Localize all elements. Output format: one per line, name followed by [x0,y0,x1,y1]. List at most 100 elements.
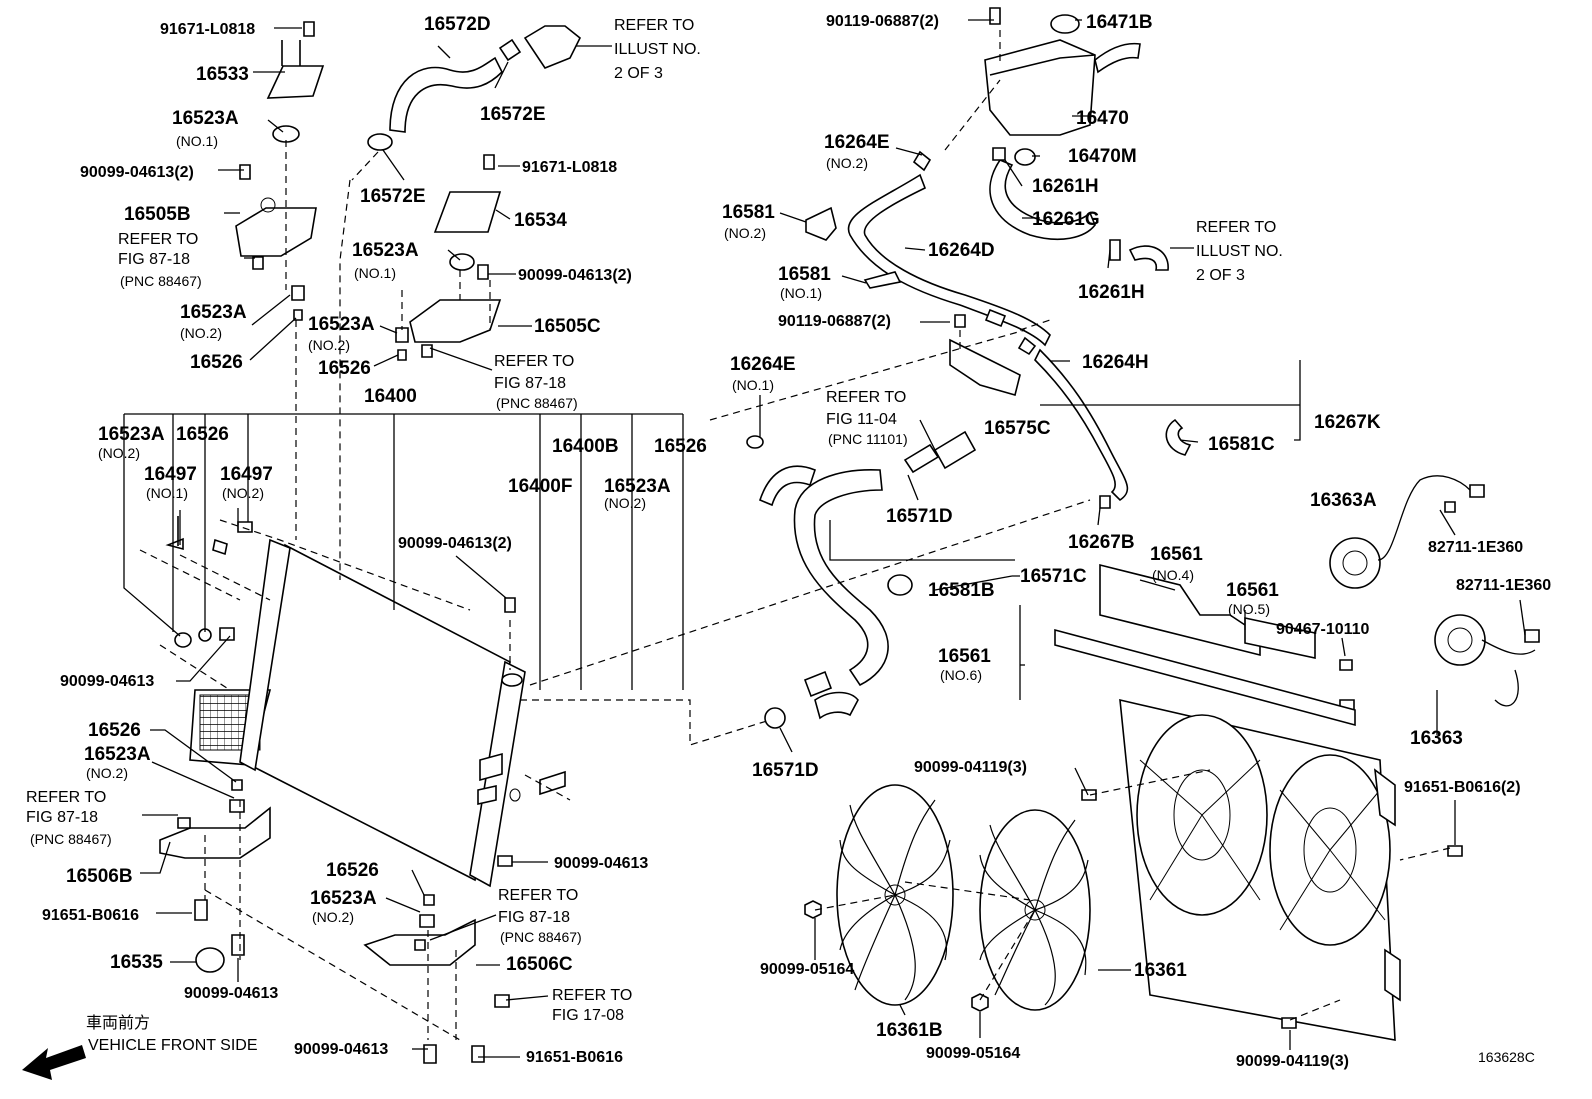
label-90099-04613: 90099-04613 [184,985,278,1002]
label-refer-to: REFER TO [826,389,906,406]
label-16400: 16400 [364,386,417,407]
label-16533: 16533 [196,64,249,85]
lower-bracket-16506B [159,779,271,973]
label-no2: (NO.2) [724,225,766,241]
fan-motor-16363 [1339,614,1540,713]
fan-blade-16361 [979,809,1091,1011]
label-no4: (NO.4) [1152,567,1194,583]
label-16571d: 16571D [752,760,819,781]
fan-blade-16361B [836,784,954,1006]
lower-hose-16571C [746,430,977,729]
label-refer-to: REFER TO [552,987,632,1004]
label-16523a: 16523A [172,108,239,129]
label-16523a: 16523A [310,888,377,909]
label-16506c: 16506C [506,954,573,975]
label-no1: (NO.1) [146,485,188,501]
label-fig-87-18: FIG 87-18 [498,909,570,926]
label-16264h: 16264H [1082,352,1149,373]
label-90099-04613-2: 90099-04613(2) [80,164,194,181]
label-16571c: 16571C [1020,566,1087,587]
label-16261h: 16261H [1078,282,1145,303]
label-90099-04613: 90099-04613 [554,855,648,872]
diagram-code: 163628C [1478,1049,1535,1065]
label-no2: (NO.2) [604,495,646,511]
label-16400f: 16400F [508,476,572,497]
label-16505b: 16505B [124,204,191,225]
label-82711-1e360: 82711-1E360 [1456,577,1551,594]
label-16506b: 16506B [66,866,133,887]
label-no2: (NO.2) [312,909,354,925]
label-pnc-88467: (PNC 88467) [500,929,582,945]
label-90099-04613-2: 90099-04613(2) [398,535,512,552]
label-refer-to: REFER TO [494,353,574,370]
label-16497: 16497 [144,464,197,485]
label-2-of-3: 2 OF 3 [1196,267,1245,284]
label-90099-05164: 90099-05164 [760,961,854,978]
label-16526: 16526 [88,720,141,741]
label-16264e: 16264E [730,354,796,375]
label-16363a: 16363A [1310,490,1377,511]
label-16572e: 16572E [480,104,546,125]
label-91651-b0616-2: 91651-B0616(2) [1404,779,1521,796]
label-16581: 16581 [722,202,775,223]
label-16571d: 16571D [886,506,953,527]
direction-label-jp: 車両前方 [86,1014,150,1032]
label-no2: (NO.2) [98,445,140,461]
label-91651-b0616: 91651-B0616 [42,907,139,924]
label-refer-to: REFER TO [1196,219,1276,236]
clamps-mid [805,206,1192,456]
label-16526: 16526 [326,860,379,881]
fasteners-left [165,21,516,867]
label-16264e: 16264E [824,132,890,153]
label-refer-to: REFER TO [614,17,694,34]
radiator [189,538,566,888]
leader-lines [123,19,1526,1058]
label-91671-l0818: 91671-L0818 [160,21,255,38]
label-90099-04119-3: 90099-04119(3) [1236,1053,1349,1070]
fan-motor-16363A [1329,475,1485,589]
label-no1: (NO.1) [176,133,218,149]
label-16581c: 16581C [1208,434,1275,455]
label-illust-no: ILLUST NO. [1196,243,1283,260]
label-16264d: 16264D [928,240,995,261]
label-16561: 16561 [1226,580,1279,601]
label-no2: (NO.2) [308,337,350,353]
label-refer-to: REFER TO [26,789,106,806]
label-16534: 16534 [514,210,567,231]
label-fig-87-18: FIG 87-18 [118,251,190,268]
label-no6: (NO.6) [940,667,982,683]
label-90099-04613: 90099-04613 [60,673,154,690]
label-16561: 16561 [1150,544,1203,565]
label-pnc-88467: (PNC 88467) [496,395,578,411]
label-90099-04613-2: 90099-04613(2) [518,267,632,284]
label-91671-l0818: 91671-L0818 [522,159,617,176]
label-90099-04613: 90099-04613 [294,1041,388,1058]
label-16581b: 16581B [928,580,995,601]
direction-label-en: VEHICLE FRONT SIDE [88,1037,258,1054]
label-fig-17-08: FIG 17-08 [552,1007,624,1024]
label-16526: 16526 [190,352,243,373]
label-refer-to: REFER TO [118,231,198,248]
upper-hose-16572D [367,25,582,151]
label-refer-to: REFER TO [498,887,578,904]
upper-bracket-16533 [235,40,325,321]
label-16261h: 16261H [1032,176,1099,197]
fan-nuts [804,789,1463,1029]
label-16505c: 16505C [534,316,601,337]
vehicle-front-arrow-icon [22,1045,86,1080]
label-no2: (NO.2) [86,765,128,781]
label-pnc-88467: (PNC 88467) [30,831,112,847]
label-16361: 16361 [1134,960,1187,981]
label-no1: (NO.1) [780,285,822,301]
label-82711-1e360: 82711-1E360 [1428,539,1523,556]
label-16400b: 16400B [552,436,619,457]
label-2-of-3: 2 OF 3 [614,65,663,82]
label-16575c: 16575C [984,418,1051,439]
label-16572e: 16572E [360,186,426,207]
label-16535: 16535 [110,952,163,973]
assembly-dashed-lines [139,30,1451,1041]
label-no2: (NO.2) [826,155,868,171]
label-16561: 16561 [938,646,991,667]
label-16526: 16526 [318,358,371,379]
label-16581: 16581 [778,264,831,285]
